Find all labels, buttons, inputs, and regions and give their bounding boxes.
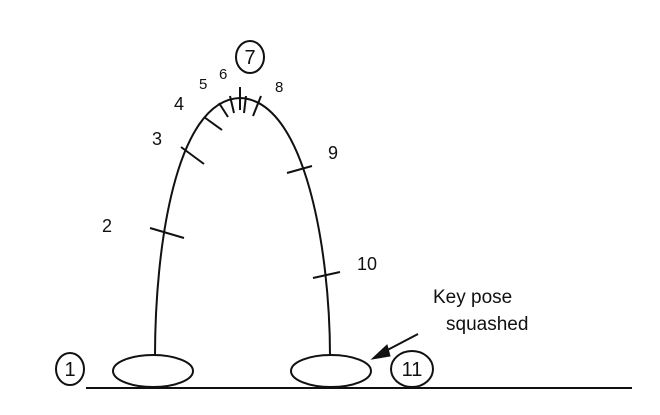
- tick-3: [180, 146, 205, 165]
- tick-2: [149, 227, 185, 239]
- label-frame-7: 7: [244, 47, 255, 69]
- label-frame-5: 5: [199, 76, 207, 93]
- label-frame-2: 2: [102, 216, 112, 236]
- label-frame-1: 1: [64, 359, 75, 381]
- label-frame-11: 11: [402, 359, 423, 381]
- tick-4: [203, 116, 223, 131]
- tick-5: [218, 102, 229, 118]
- label-frame-9: 9: [328, 143, 338, 163]
- annotation-line-1: Key pose: [433, 287, 512, 308]
- tick-7b: [243, 95, 247, 114]
- key-circle-11: [390, 350, 434, 388]
- label-frame-10: 10: [357, 254, 377, 274]
- ball-squashed-end: [290, 354, 372, 388]
- key-circle-7: [235, 40, 265, 74]
- label-frame-4: 4: [174, 94, 184, 114]
- trajectory-arc: [154, 96, 331, 357]
- ball-squashed-start: [112, 354, 194, 388]
- annotation-arrow-head: [370, 344, 391, 360]
- key-circle-1: [55, 352, 85, 386]
- label-frame-6: 6: [219, 66, 227, 83]
- tick-9: [286, 165, 313, 174]
- label-frame-8: 8: [275, 79, 283, 96]
- tick-8: [252, 95, 262, 117]
- tick-6: [229, 95, 235, 114]
- annotation-line-2: squashed: [446, 314, 528, 335]
- label-frame-3: 3: [152, 129, 162, 149]
- tick-10: [312, 271, 341, 279]
